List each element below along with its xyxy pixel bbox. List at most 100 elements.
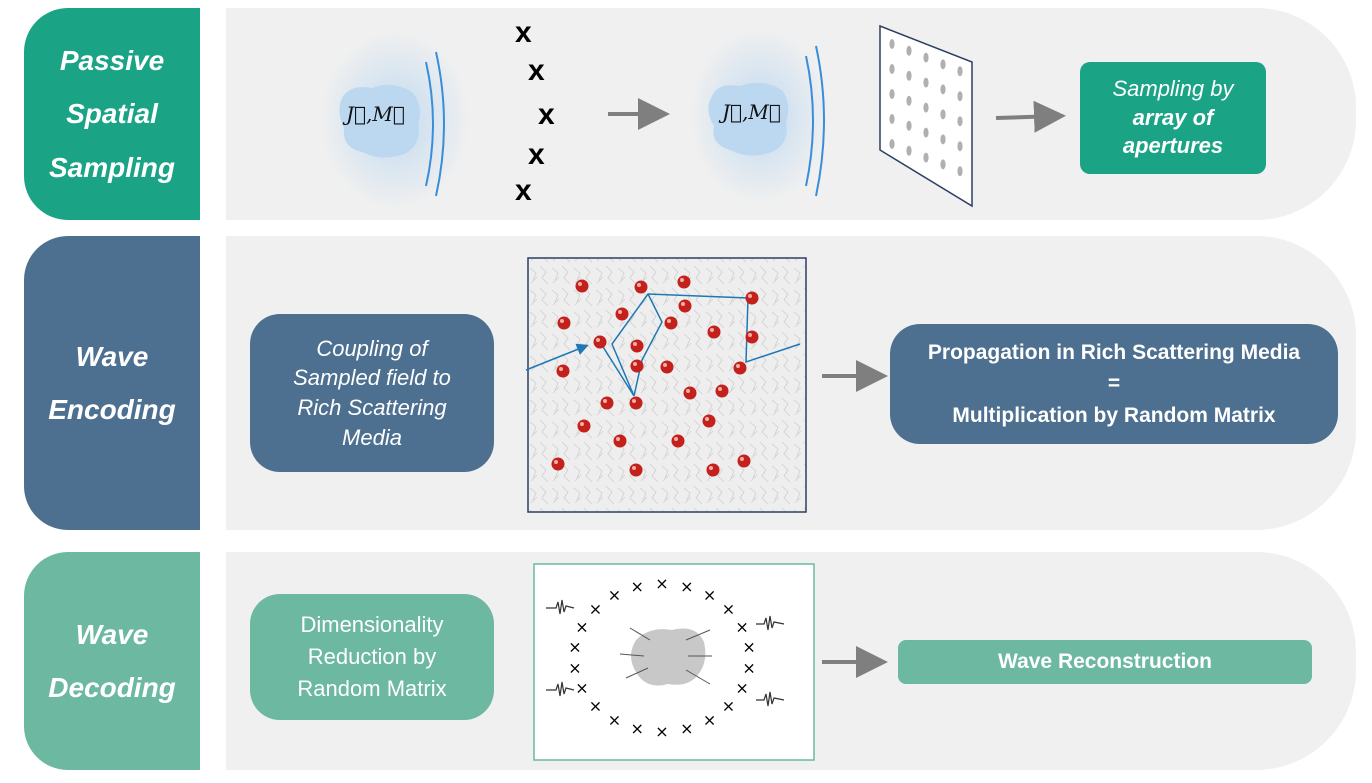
aperture-hole <box>957 166 963 177</box>
scatterer <box>613 434 627 448</box>
propagation-line3: Multiplication by Random Matrix <box>952 403 1276 427</box>
row-label-text: Wave Encoding <box>48 340 176 425</box>
scatterer <box>630 359 644 373</box>
reduction-box: Dimensionality Reduction by Random Matri… <box>250 594 494 720</box>
sampling-marker: x <box>528 138 545 171</box>
aperture-hole <box>957 141 963 152</box>
decoding-rays <box>619 627 712 685</box>
scatterer-highlight <box>718 387 722 391</box>
aperture-hole <box>923 152 929 163</box>
sensor-marker: × <box>703 586 716 605</box>
sampling-result-line1: Sampling by <box>1112 76 1234 102</box>
scattering-ray <box>633 293 663 397</box>
sensor-marker: × <box>575 679 588 698</box>
sensor-marker: × <box>631 719 644 738</box>
source-blob <box>339 84 420 158</box>
scatterer-highlight <box>740 457 744 461</box>
aperture-hole <box>906 70 912 81</box>
scatterer-highlight <box>663 363 667 367</box>
scatterer <box>733 361 747 375</box>
scatterer <box>664 316 678 330</box>
scatterer-highlight <box>667 319 671 323</box>
aperture-hole <box>940 109 946 120</box>
scattering-ray <box>525 343 589 371</box>
aperture-hole <box>923 77 929 88</box>
sensor-marker: × <box>742 637 755 656</box>
scatterer-highlight <box>554 460 558 464</box>
sensor-marker: × <box>631 577 644 596</box>
scatterer-highlight <box>632 466 636 470</box>
scatterer-highlight <box>705 417 709 421</box>
sensor-marker: × <box>722 696 735 715</box>
sensor-marker: × <box>575 617 588 636</box>
scatterer-highlight <box>748 333 752 337</box>
aperture-hole <box>923 102 929 113</box>
aperture-hole <box>889 114 895 124</box>
sensor-marker: × <box>608 710 621 729</box>
aperture-hole <box>923 52 929 63</box>
aperture-hole <box>906 120 912 131</box>
scatterer-highlight <box>709 466 713 470</box>
scatterer <box>557 316 571 330</box>
sensor-marker: × <box>680 719 693 738</box>
sampling-marker: x <box>515 174 532 207</box>
scatterer <box>671 434 685 448</box>
scatterer-highlight <box>633 342 637 346</box>
aperture-hole <box>906 145 912 156</box>
aperture-hole <box>940 59 946 70</box>
wave-reconstruction-box: Wave Reconstruction <box>898 640 1312 684</box>
scatterer <box>745 330 759 344</box>
scatterer <box>600 396 614 410</box>
sensor-marker: × <box>568 637 581 656</box>
aperture-hole <box>889 39 895 49</box>
scattering-medium <box>527 257 807 513</box>
scatterer <box>706 463 720 477</box>
scatterer-highlight <box>559 367 563 371</box>
scatterer <box>593 335 607 349</box>
sensor-marker: × <box>680 577 693 596</box>
scatterer-highlight <box>680 278 684 282</box>
scatterer-highlight <box>674 437 678 441</box>
sensor-marker: × <box>608 586 621 605</box>
sensor-marker: × <box>735 679 748 698</box>
aperture-hole <box>889 64 895 74</box>
row-label-text: Wave Decoding <box>48 618 176 703</box>
scatterer-highlight <box>681 302 685 306</box>
scatterer-highlight <box>578 282 582 286</box>
scatterer <box>577 419 591 433</box>
wavefront <box>425 61 434 187</box>
scatterer-highlight <box>580 422 584 426</box>
aperture-hole <box>906 95 912 106</box>
scatterer <box>634 280 648 294</box>
sensor-marker: × <box>589 600 602 619</box>
source-blob <box>708 82 789 156</box>
row-label-wave-decoding: Wave Decoding <box>24 552 200 770</box>
scatterer-highlight <box>618 310 622 314</box>
sampling-marker: x <box>515 16 532 49</box>
sensor-marker: × <box>655 722 668 741</box>
signal-wave-right-top <box>756 615 785 631</box>
sampling-result-box: Sampling by array of apertures <box>1080 62 1266 174</box>
scatterer <box>629 463 643 477</box>
scatterer <box>677 275 691 289</box>
sampling-marker: x <box>538 98 555 131</box>
aperture-hole <box>957 66 963 77</box>
sensor-marker: × <box>655 574 668 593</box>
aperture-hole <box>957 116 963 127</box>
source-label: J⃗,M⃗ <box>346 102 405 126</box>
signal-wave-right-bottom <box>756 691 785 707</box>
propagation-result-box: Propagation in Rich Scattering Media = M… <box>890 324 1338 444</box>
scatterer-highlight <box>616 437 620 441</box>
scatterer <box>660 360 674 374</box>
coupling-box-text: Coupling of Sampled field to Rich Scatte… <box>293 335 451 450</box>
sensor-marker: × <box>742 659 755 678</box>
sensor-marker: × <box>722 600 735 619</box>
signal-wave-left-bottom <box>546 681 575 697</box>
aperture-hole <box>889 139 895 149</box>
aperture-hole <box>923 127 929 138</box>
wavefront <box>435 51 445 197</box>
sampling-result-line2: array of apertures <box>1122 104 1224 159</box>
sensor-markers: ×××××××××××××××××××××× <box>568 574 756 741</box>
wave-reconstruction-text: Wave Reconstruction <box>998 650 1212 673</box>
scatterer-highlight <box>637 283 641 287</box>
